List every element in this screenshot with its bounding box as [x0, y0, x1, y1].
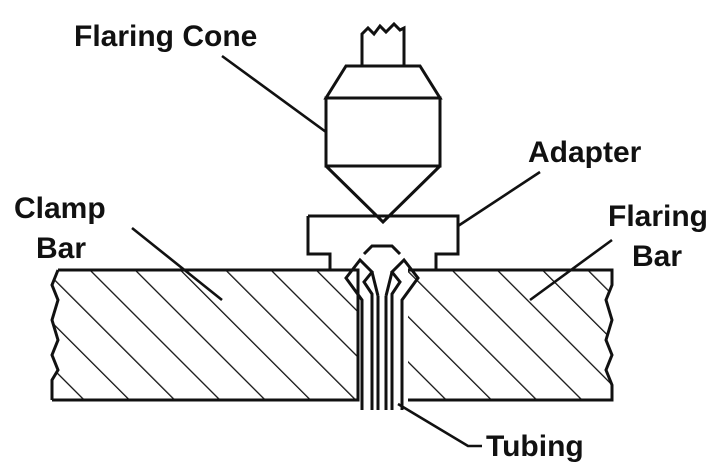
flaring-bar-leader: [529, 238, 613, 302]
adapter-label: Adapter: [528, 136, 642, 169]
adapter-leader: [457, 170, 541, 228]
flaring-bar: [408, 268, 614, 402]
tubing-leader: [397, 402, 482, 448]
tubing: [344, 257, 420, 410]
adapter: [306, 214, 460, 270]
flaring-bar-label-line1: Flaring: [608, 200, 708, 233]
tubing-label: Tubing: [486, 430, 584, 463]
flaring-bar-label-line2: Bar: [632, 240, 682, 273]
flaring-cone: [323, 21, 443, 225]
flaring-cone-leader: [221, 54, 327, 134]
clamp-bar-label-line2: Bar: [36, 232, 86, 265]
clamp-bar: [50, 268, 360, 402]
clamp-bar-label-line1: Clamp: [14, 192, 106, 225]
clamp-bar-leader: [131, 226, 223, 302]
flaring-cone-label: Flaring Cone: [74, 20, 257, 53]
